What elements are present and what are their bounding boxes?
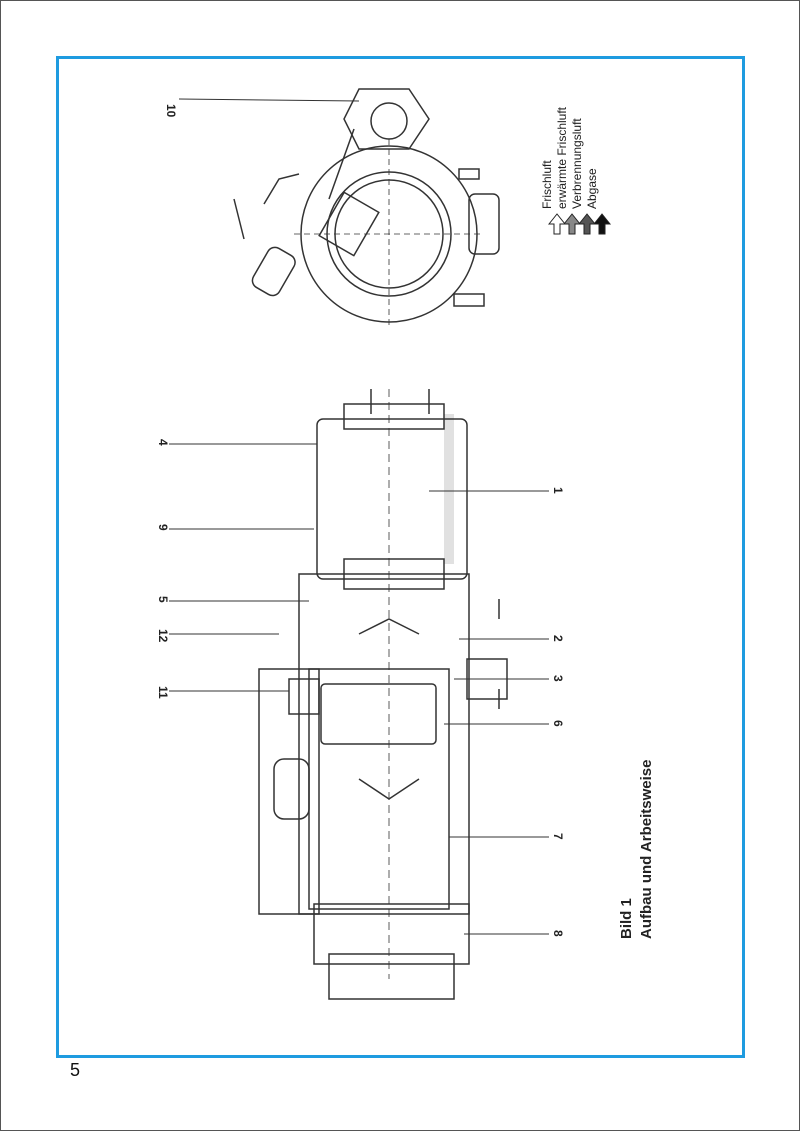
page-number: 5 (70, 1060, 81, 1080)
callout-8: 8 (551, 930, 565, 937)
legend: Frischluft erwärmte Frischluft Verbrennu… (540, 106, 612, 235)
callout-3: 3 (551, 675, 565, 682)
callout-12: 12 (156, 629, 170, 643)
callout-5: 5 (156, 596, 170, 603)
end-view-drawing (233, 88, 500, 329)
caption-subtitle: Aufbau und Arbeitsweise (638, 760, 655, 939)
callout-10: 10 (164, 104, 178, 118)
leader-lines (169, 98, 549, 935)
callout-9: 9 (156, 524, 170, 531)
legend-label-erwaermte-frischluft: erwärmte Frischluft (555, 106, 569, 209)
technical-drawing: 10 4 9 5 12 11 1 2 3 6 7 8 Frischluft er… (156, 88, 655, 1000)
side-section-drawing (258, 389, 508, 1000)
caption-title: Bild 1 (618, 898, 635, 939)
solid-arrow-icon (592, 213, 612, 235)
legend-label-frischluft: Frischluft (540, 160, 554, 209)
callout-4: 4 (156, 439, 170, 446)
hollow-arrow-icon (547, 213, 567, 235)
callout-7: 7 (551, 833, 565, 840)
striped-arrow-icon (562, 213, 582, 235)
legend-label-abgase: Abgase (585, 168, 599, 209)
legend-label-verbrennungsluft: Verbrennungsluft (570, 118, 584, 209)
callout-11: 11 (156, 686, 170, 699)
callout-1: 1 (551, 487, 565, 494)
figure-frame: 10 4 9 5 12 11 1 2 3 6 7 8 Frischluft er… (56, 56, 745, 1058)
callout-6: 6 (551, 720, 565, 727)
callout-2: 2 (551, 635, 565, 642)
hatched-arrow-icon (577, 213, 597, 235)
